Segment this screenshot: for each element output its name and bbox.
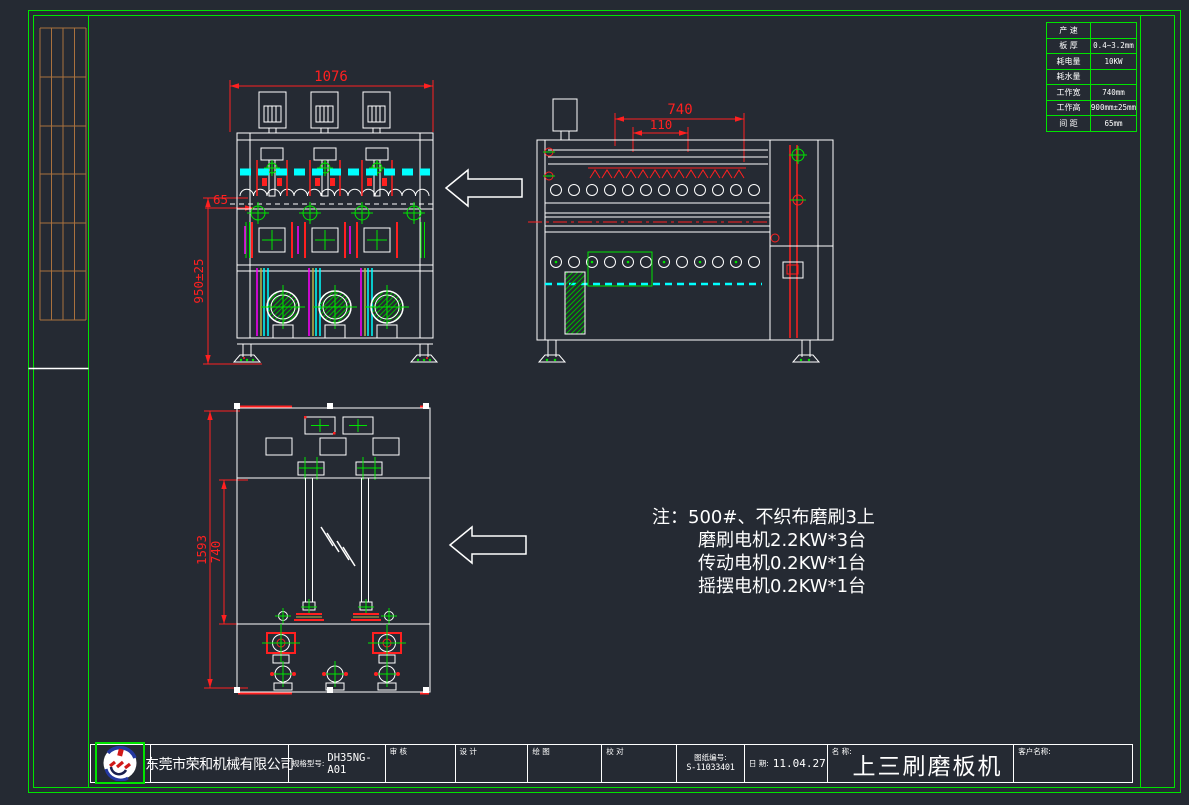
note-line: 传动电机0.2KW*1台 [698,553,867,574]
side-right-column [770,146,833,279]
top-shafts [275,478,397,624]
customer-label: 客户名称: [1018,747,1051,756]
front-height-dim: 950±25 [191,258,206,303]
title-block: 东莞市荣和机械有限公司 规格型号: DH35NG-A01 审 核 设 计 绘 图… [90,741,1133,784]
side-legs [537,340,821,363]
date-cell: 日 期: 11.04.27 [745,745,828,782]
company-logo [91,741,151,784]
revision-table [39,27,87,321]
front-drive-motors [256,268,409,339]
top-inner-dim: 740 [208,541,223,564]
drawing-name-cell: 名 称: 上三刷磨板机 [828,745,1015,782]
model-label: 规格型号: [291,758,325,768]
drawing-number-cell: 图纸编号: S-11033401 [677,745,745,782]
field-label: 设 计 [459,747,477,756]
front-offset-dim: 65 [213,192,228,207]
field-label: 校 对 [606,747,624,756]
top-view[interactable]: 1593 740 [194,403,431,695]
view-arrow-upper[interactable] [444,168,523,208]
spec-label: 间 距 [1047,116,1091,132]
side-conveyor [543,147,771,286]
front-legs [232,344,439,363]
view-arrow-lower[interactable] [448,525,527,565]
spec-label: 工作宽 [1047,85,1091,101]
note-line: 注：500#、不织布磨刷3上 [652,507,875,528]
field-label: 审 核 [389,747,408,756]
drawing-notes: 注：500#、不织布磨刷3上 磨刷电机2.2KW*3台 传动电机0.2KW*1台… [652,506,942,598]
spec-label: 工作高 [1047,100,1091,116]
logo-icon [103,745,138,781]
spec-value: 740mm [1091,85,1137,101]
top-length-dim: 1593 [194,535,209,565]
spec-value: 10KW [1091,54,1137,70]
note-line: 磨刷电机2.2KW*3台 [698,530,867,551]
titleblock-field-checker: 校 对 [602,745,678,782]
top-bearings [297,457,383,480]
top-motors [262,624,406,691]
date-label: 日 期: [748,758,769,768]
spec-value: 0.4~3.2mm [1091,38,1137,54]
customer-cell: 客户名称: [1014,745,1132,782]
side-inner-dim: 110 [650,117,673,132]
drawing-name-label: 名 称: [831,747,852,756]
company-name: 东莞市荣和机械有限公司 [145,745,294,782]
model-value: DH35NG-A01 [327,751,372,776]
titleblock-field-reviewer: 审 核 [386,745,456,782]
drawing-frame [28,10,1181,793]
top-plates [265,416,400,456]
titleblock-field-designer: 设 计 [456,745,529,782]
model-number-cell: 规格型号: DH35NG-A01 [289,745,386,782]
drawing-number-value: S-11033401 [686,762,735,773]
spec-label: 产 速 [1047,23,1091,39]
field-label: 绘 图 [532,747,550,756]
side-view[interactable]: 740 110 [528,98,834,363]
spec-value [1091,23,1137,39]
logo-frame [95,741,146,784]
drawing-number-label: 图纸编号: [694,753,727,763]
front-motor-boxes [258,91,391,134]
side-width-dim: 740 [667,102,692,118]
spec-value: 900mm±25mm [1091,100,1137,116]
date-value: 11.04.27 [772,757,826,770]
spec-label: 耗电量 [1047,54,1091,70]
spec-table: 产 速 板 厚 0.4~3.2mm 耗电量 10KW 耗水量 工作宽 740mm… [1046,22,1137,132]
spec-label: 耗水量 [1047,69,1091,85]
spec-label: 板 厚 [1047,38,1091,54]
note-line: 摇摆电机0.2KW*1台 [698,576,867,597]
spec-value: 65mm [1091,116,1137,132]
front-width-dim: 1076 [314,69,348,85]
front-upper-assemblies [256,147,393,197]
front-mid-assemblies [244,222,425,258]
front-bearing-circles [247,202,425,224]
drawing-title: 上三刷磨板机 [852,753,1003,780]
spec-value [1091,69,1137,85]
front-view[interactable]: 1076 950±25 65 [191,69,439,365]
titleblock-field-drafter: 绘 图 [528,745,603,782]
